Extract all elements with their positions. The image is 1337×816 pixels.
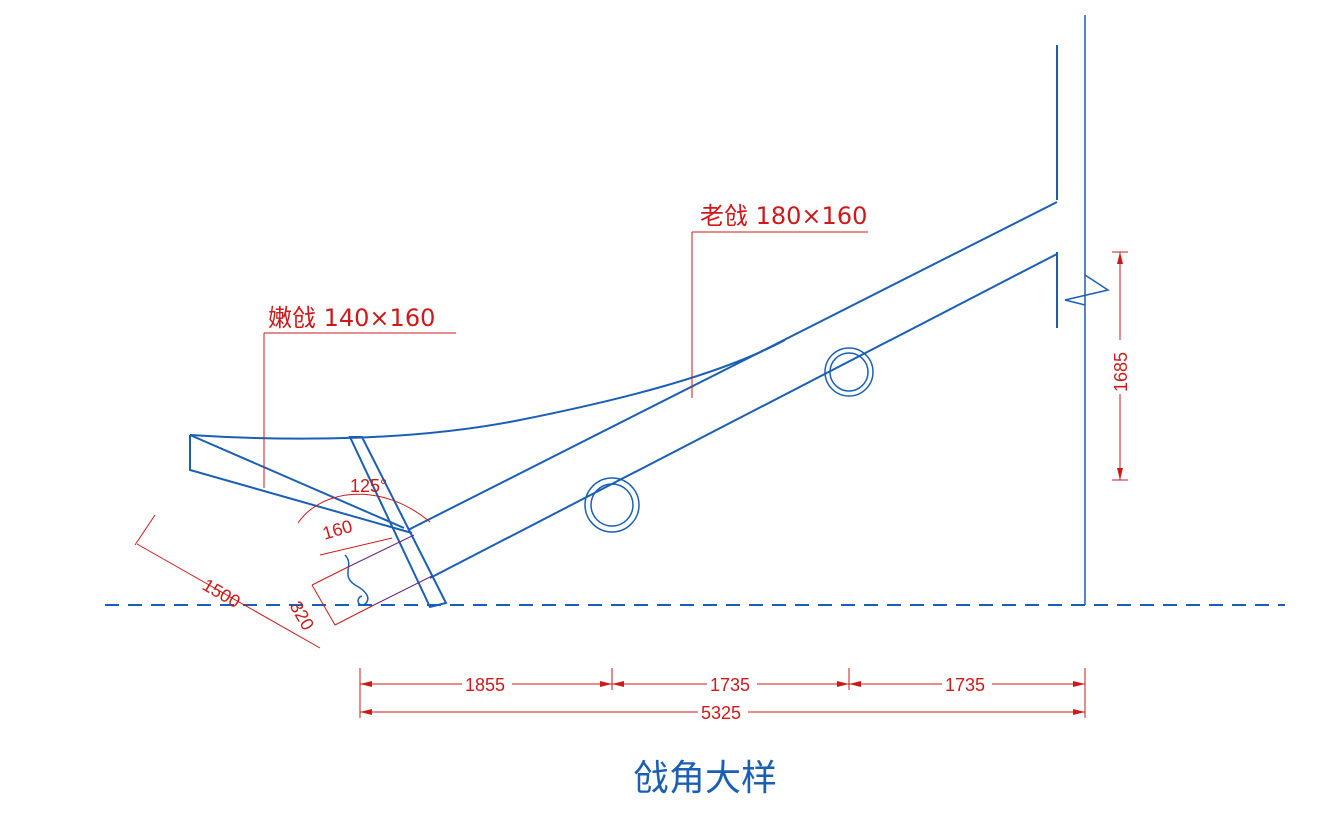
drawing-title: 戗角大样 [633,758,777,799]
purlin-upper-inner [829,352,869,392]
arrow-right-1855 [600,681,612,687]
arrow-left-1735a [612,681,624,687]
dim-320-line [311,584,336,626]
roof-curve [189,339,786,440]
lao-qiang-bottom [429,253,1058,579]
dim-1735a-text: 1735 [710,675,750,695]
dim-1500-line [136,543,321,649]
angle-arc [297,493,431,524]
nen-qiang [189,435,413,534]
arrow-bottom-1685 [1117,468,1123,480]
lao-qiang-end [348,436,448,609]
dim-1735a-bg [707,674,757,694]
lao-qiang-top [407,201,1058,531]
purlin-lower [584,477,640,533]
arrow-left-1855 [360,681,372,687]
label-nen-qiang: 嫩戗 140×160 [268,304,435,332]
dim-5325-text: 5325 [701,703,741,723]
dim-1685-text: 1685 [1111,352,1131,392]
dim-160-line [319,537,393,556]
joint-line-2 [369,575,433,608]
dim-1735b-bg [942,674,992,694]
hook-detail [344,554,369,606]
dim-5325-bg [698,702,748,722]
purlin-upper [824,347,874,397]
dim-1735b-text: 1735 [945,675,985,695]
arrow-left-5325 [360,709,372,715]
arrow-top-1685 [1117,252,1123,264]
angle-label: 125° [350,476,387,496]
dim-1685-bg [1110,340,1130,394]
dim-320-ext2 [334,605,373,626]
break-mark [1064,274,1110,306]
purlin-lower-inner [590,483,634,527]
dim-1855-text: 1855 [465,675,505,695]
dim-320-text: 320 [286,598,318,634]
nen-qiang-lower-edge [189,434,405,529]
joint-line-1 [347,534,415,568]
arrow-right-1735b [1073,681,1085,687]
dim-1500-text: 1500 [199,575,244,612]
dim-1855-bg [462,674,512,694]
dim-1500-ext [134,514,156,546]
arrow-left-1735b [849,681,861,687]
label-lao-qiang: 老戗 180×160 [700,202,867,230]
dim-160-text: 160 [320,516,354,544]
arrow-right-1735a [837,681,849,687]
dim-320-ext1 [311,565,351,586]
arrow-right-5325 [1073,709,1085,715]
